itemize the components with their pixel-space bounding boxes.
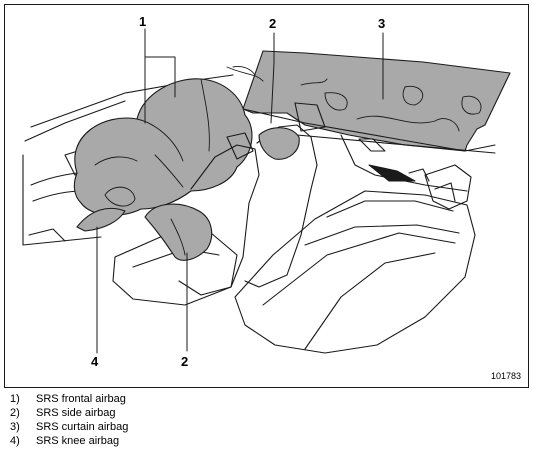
side-airbag-rear (258, 127, 300, 160)
legend-item: 3) SRS curtain airbag (10, 420, 128, 434)
legend-label: SRS side airbag (36, 407, 116, 419)
callout-1: 1 (139, 14, 147, 29)
knee-airbag (76, 207, 126, 232)
legend-number: 3) (10, 421, 20, 433)
legend-label: SRS frontal airbag (36, 393, 126, 405)
legend-item: 1) SRS frontal airbag (10, 392, 128, 406)
callout-3: 3 (378, 16, 386, 31)
legend-label: SRS knee airbag (36, 435, 120, 447)
car-interior-drawing (22, 28, 511, 354)
leader-1 (144, 28, 176, 124)
legend-item: 4) SRS knee airbag (10, 434, 128, 448)
side-airbag-front (144, 203, 213, 261)
legend-item: 2) SRS side airbag (10, 406, 128, 420)
leader-2-top (270, 32, 275, 124)
legend-number: 4) (10, 435, 20, 447)
legend-number: 2) (10, 407, 20, 419)
callout-2-bottom: 2 (181, 354, 189, 369)
callout-2: 2 (269, 16, 277, 31)
legend-label: SRS curtain airbag (36, 421, 129, 433)
callout-4: 4 (91, 354, 99, 369)
legend-number: 1) (10, 393, 20, 405)
legend: 1) SRS frontal airbag 2) SRS side airbag 3… (10, 392, 128, 448)
airbag-diagram: 1 2 3 4 2 101783 (4, 4, 529, 388)
figure-code: 101783 (490, 371, 521, 381)
frontal-airbag (73, 78, 253, 216)
